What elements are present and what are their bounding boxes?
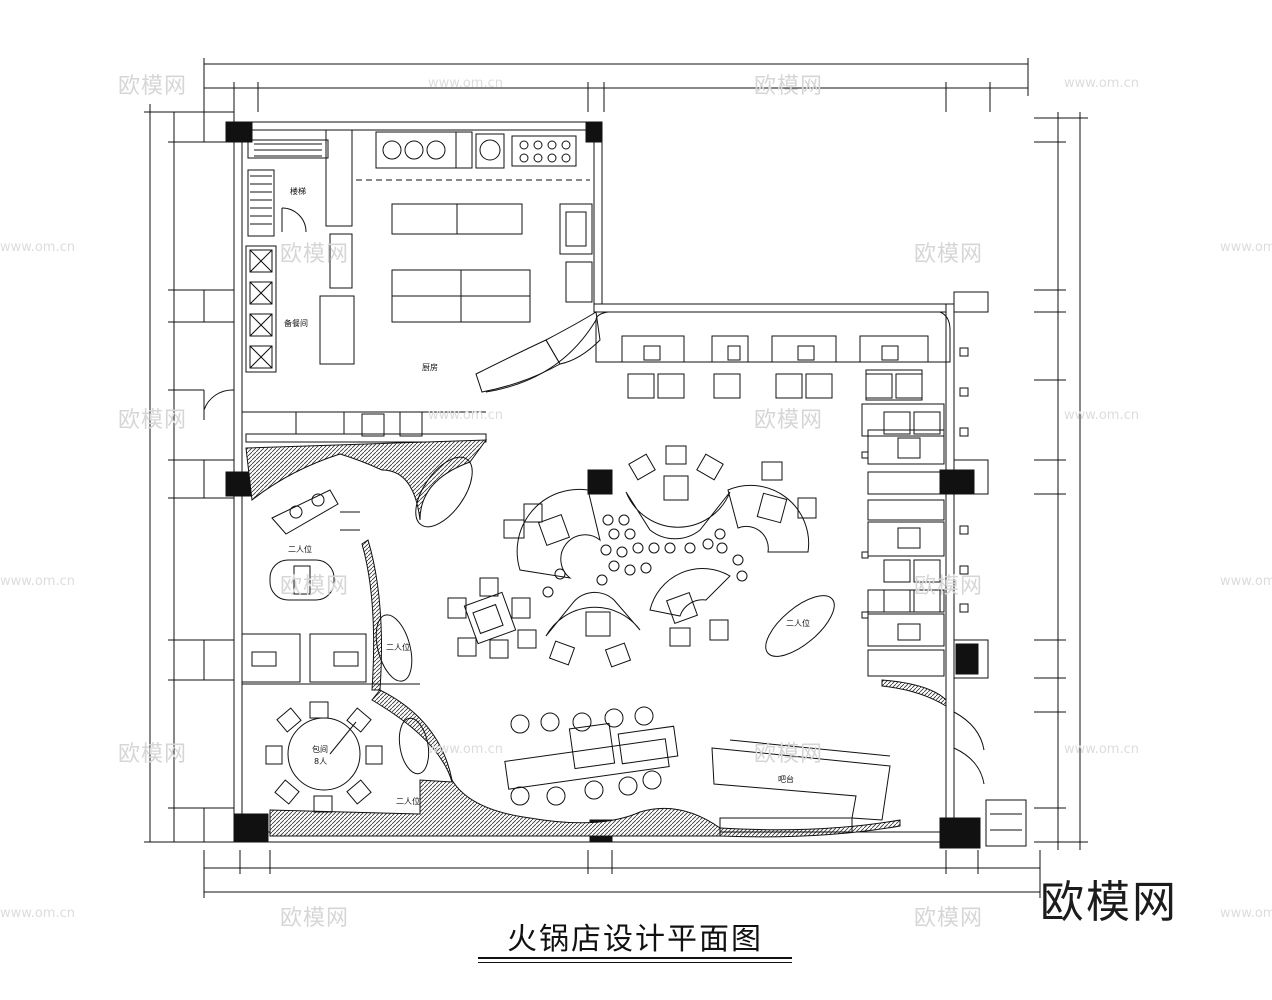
label-staircase: 楼梯 bbox=[290, 186, 306, 196]
watermark-brand: 欧模网 bbox=[118, 408, 188, 433]
title-underline-thin bbox=[478, 962, 792, 963]
private-room-table bbox=[265, 701, 383, 813]
watermark-brand: 欧模网 bbox=[118, 742, 188, 767]
watermark-url: www.om.cn bbox=[428, 76, 503, 91]
watermark-url: www.om.cn bbox=[1064, 742, 1139, 757]
watermark-brand: 欧模网 bbox=[280, 242, 350, 267]
structural-columns bbox=[225, 121, 981, 849]
watermark-brand: 欧模网 bbox=[914, 574, 984, 599]
watermark-brand: 欧模网 bbox=[914, 242, 984, 267]
label-private-room: 包间 bbox=[312, 744, 328, 754]
watermark-url: www.om.cn bbox=[0, 240, 75, 255]
watermark-url: www.om.cn bbox=[428, 408, 503, 423]
label-booth-seat-bottom: 二人位 bbox=[396, 796, 420, 806]
watermark-url: www.om.cn bbox=[0, 906, 75, 921]
partition-walls bbox=[245, 439, 947, 838]
bar-area bbox=[504, 706, 1027, 847]
dimension-lines bbox=[144, 58, 1088, 898]
label-private-room-count: 8人 bbox=[314, 757, 327, 766]
watermark-brand: 欧模网 bbox=[754, 742, 824, 767]
brand-logo-text: 欧模网 bbox=[1040, 877, 1178, 928]
watermark-url: www.om.cn bbox=[1064, 408, 1139, 423]
watermark-brand: 欧模网 bbox=[280, 906, 350, 931]
watermark-brand: 欧模网 bbox=[280, 574, 350, 599]
watermark-brand: 欧模网 bbox=[754, 74, 824, 99]
watermark-brand: 欧模网 bbox=[914, 906, 984, 931]
watermark-url: www.om.cn bbox=[1220, 240, 1272, 255]
label-kitchen: 厨房 bbox=[422, 362, 438, 372]
label-booth-seat-right: 二人位 bbox=[786, 618, 810, 628]
service-counter bbox=[475, 311, 601, 393]
drawing-title: 火锅店设计平面图 bbox=[507, 922, 763, 957]
watermark-url: www.om.cn bbox=[1220, 574, 1272, 589]
central-dining-tables bbox=[447, 445, 817, 668]
watermark-url: www.om.cn bbox=[1220, 906, 1272, 921]
watermark-url: www.om.cn bbox=[1064, 76, 1139, 91]
watermark-url: www.om.cn bbox=[0, 574, 75, 589]
lounge-area bbox=[241, 456, 835, 775]
label-storage: 备餐间 bbox=[284, 318, 308, 328]
kitchen-area bbox=[242, 129, 593, 443]
watermark-brand: 欧模网 bbox=[754, 408, 824, 433]
side-booths bbox=[861, 347, 969, 677]
title-underline bbox=[478, 957, 792, 959]
label-booth-seat-center: 二人位 bbox=[386, 642, 410, 652]
window-booths bbox=[595, 311, 951, 401]
watermark-url: www.om.cn bbox=[428, 742, 503, 757]
label-bar-counter: 吧台 bbox=[778, 774, 794, 784]
watermark-brand: 欧模网 bbox=[118, 74, 188, 99]
label-booth-seat-left: 二人位 bbox=[288, 544, 312, 554]
